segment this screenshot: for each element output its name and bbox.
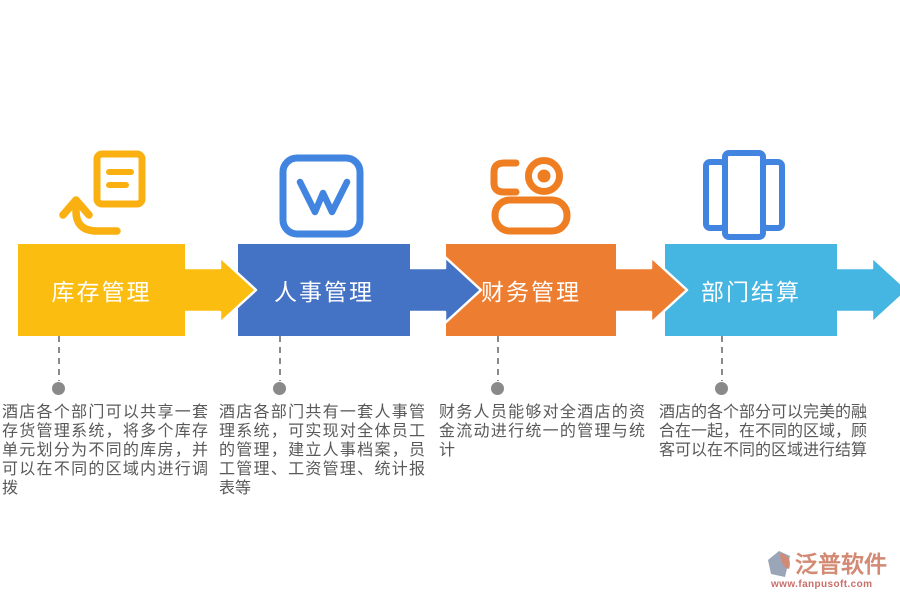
connector-dot	[491, 382, 504, 395]
arrow-right-icon	[410, 255, 483, 325]
cash-register-icon	[490, 157, 571, 235]
arrow-right-icon	[616, 255, 689, 325]
watermark-url: www.fanpusoft.com	[771, 579, 873, 590]
stage-block: 部门结算	[665, 244, 837, 336]
watermark: 泛普软件 www.fanpusoft.com	[768, 550, 887, 590]
arrow-right-icon	[837, 255, 900, 325]
stage-description: 酒店各部门共有一套人事管理系统，可实现对全体员工的管理，建立人事档案，员工管理、…	[219, 404, 425, 497]
stage-title: 部门结算	[701, 279, 801, 305]
connector-dashed-line	[497, 336, 499, 381]
stage-title: 人事管理	[274, 279, 374, 305]
connector-dashed-line	[58, 336, 60, 381]
connector-dot	[715, 382, 728, 395]
stage-title: 财务管理	[481, 279, 581, 305]
stage-block: 人事管理	[238, 244, 410, 336]
connector-dashed-line	[721, 336, 723, 381]
stage-description: 财务人员能够对全酒店的资金流动进行统一的管理与统计	[439, 404, 645, 459]
connector-dot	[273, 382, 286, 395]
stage-description: 酒店的各个部分可以完美的融合在一起，在不同的区域，顾客可以在不同的区域进行结算	[659, 404, 868, 459]
stage-block: 库存管理	[18, 244, 185, 336]
arrow-right-icon	[185, 255, 258, 325]
stage-title: 库存管理	[51, 279, 152, 305]
word-document-icon	[279, 154, 364, 238]
connector-dot	[52, 382, 65, 395]
stage-description: 酒店各个部门可以共享一套存货管理系统，将多个库存单元划分为不同的库房，并可以在不…	[2, 404, 208, 497]
stage-block: 财务管理	[446, 244, 616, 336]
fanpu-logo-icon	[768, 551, 790, 577]
watermark-brand-name: 泛普软件	[795, 550, 887, 577]
connector-dashed-line	[279, 336, 281, 381]
inventory-sync-document-icon	[59, 150, 146, 235]
gallery-carousel-icon	[703, 150, 785, 240]
